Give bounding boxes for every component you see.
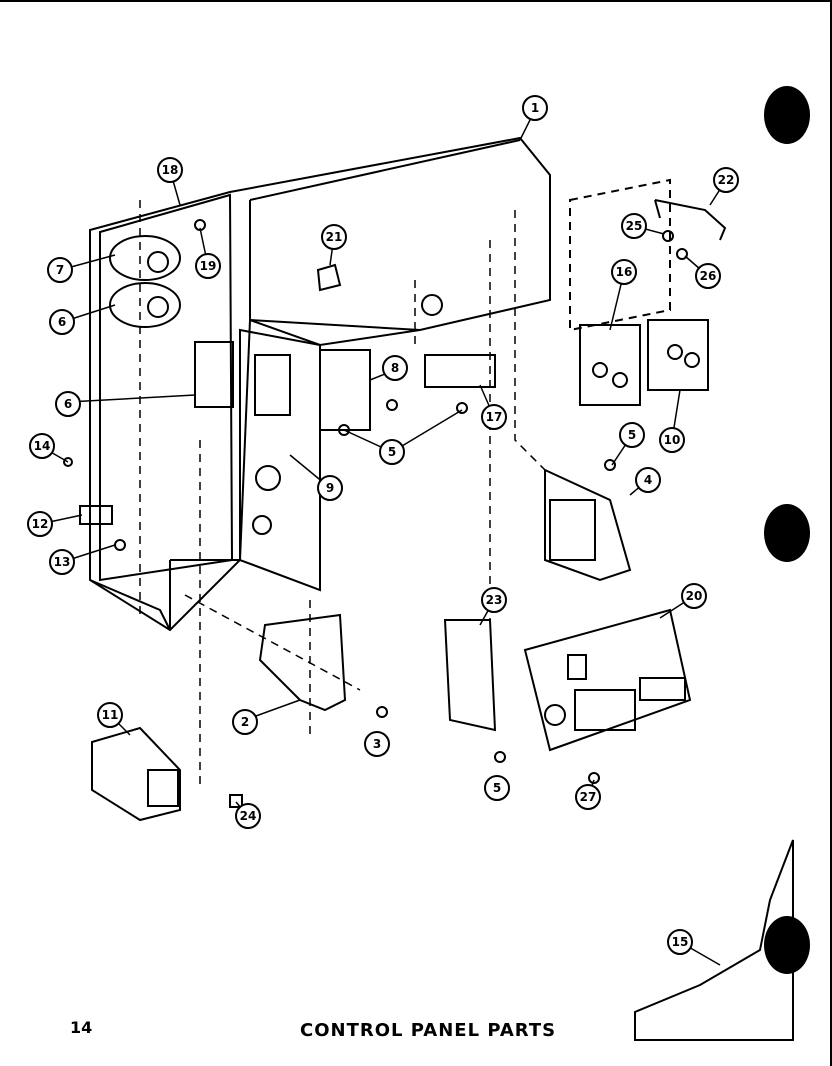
- callout-8: 8: [369, 355, 408, 381]
- callout-15: 15: [667, 929, 721, 966]
- svg-text:20: 20: [686, 589, 703, 603]
- relay-2: [258, 613, 347, 712]
- svg-text:25: 25: [626, 219, 643, 233]
- callout-18: 18: [157, 157, 183, 206]
- svg-text:9: 9: [326, 481, 334, 495]
- svg-text:8: 8: [391, 361, 399, 375]
- binder-hole-middle: [764, 504, 810, 562]
- svg-text:7: 7: [56, 263, 64, 277]
- callout-14: 14: [29, 433, 69, 463]
- binder-hole-bottom: [764, 916, 810, 974]
- callout-12: 12: [27, 511, 83, 537]
- callout-10: 10: [659, 389, 685, 453]
- transformer-4: [544, 468, 632, 582]
- callout-17: 17: [479, 384, 507, 430]
- svg-text:10: 10: [664, 433, 681, 447]
- svg-text:2: 2: [241, 715, 249, 729]
- callout-5-a: 5: [343, 409, 463, 465]
- svg-text:6: 6: [64, 397, 72, 411]
- page-right-edge: [830, 0, 832, 1066]
- front-panel: [239, 328, 321, 592]
- svg-text:3: 3: [373, 737, 381, 751]
- side-panel: [99, 193, 234, 582]
- relay-17: [579, 324, 641, 406]
- svg-text:12: 12: [32, 517, 49, 531]
- capacitor-6: [109, 282, 181, 328]
- callout-27: 27: [575, 779, 601, 810]
- svg-text:5: 5: [493, 781, 501, 795]
- svg-text:26: 26: [700, 269, 717, 283]
- callout-6-b: 6: [55, 391, 196, 417]
- svg-text:1: 1: [531, 101, 539, 115]
- callout-25: 25: [621, 213, 665, 239]
- capacitor-7: [109, 235, 181, 281]
- page-caption: CONTROL PANEL PARTS: [300, 1020, 557, 1041]
- callout-9: 9: [289, 454, 343, 501]
- callout-13: 13: [49, 544, 116, 575]
- svg-text:16: 16: [616, 265, 633, 279]
- corner-panel-16: [634, 839, 794, 1041]
- drawing-lines: [63, 136, 794, 1041]
- binder-hole-top: [764, 86, 810, 144]
- callouts: 1 2 3 4 5 5 5 6 6 7 8 9 10 11 12 13 14 1…: [27, 95, 739, 966]
- callout-7: 7: [47, 254, 116, 283]
- callout-26: 26: [684, 255, 721, 289]
- svg-text:4: 4: [644, 473, 652, 487]
- callout-21: 21: [321, 224, 347, 266]
- callout-24: 24: [235, 801, 261, 829]
- bracket-23: [654, 199, 727, 241]
- svg-text:14: 14: [34, 439, 51, 453]
- svg-text:19: 19: [200, 259, 217, 273]
- bracket-24: [443, 619, 497, 732]
- svg-text:27: 27: [580, 790, 597, 804]
- terminal-block-8: [194, 341, 234, 408]
- callout-5-c: 5: [484, 775, 510, 801]
- svg-text:23: 23: [486, 593, 503, 607]
- control-board-21: [523, 608, 692, 752]
- callout-16: 16: [609, 259, 637, 331]
- callout-19: 19: [195, 227, 221, 279]
- svg-text:24: 24: [240, 809, 257, 823]
- svg-text:5: 5: [388, 445, 396, 459]
- svg-text:22: 22: [718, 173, 735, 187]
- callout-22: 22: [709, 167, 739, 206]
- callout-20: 20: [659, 583, 707, 619]
- callout-11: 11: [97, 702, 131, 736]
- svg-text:5: 5: [628, 428, 636, 442]
- svg-text:21: 21: [326, 230, 343, 244]
- svg-text:15: 15: [672, 935, 689, 949]
- callout-6-a: 6: [49, 304, 116, 335]
- callout-2: 2: [232, 699, 301, 735]
- plug-12: [91, 726, 181, 822]
- relay-9: [319, 349, 371, 431]
- svg-text:6: 6: [58, 315, 66, 329]
- svg-text:13: 13: [54, 555, 71, 569]
- svg-text:18: 18: [162, 163, 179, 177]
- callout-5-b: 5: [611, 422, 645, 466]
- callout-4: 4: [629, 467, 661, 496]
- callout-1: 1: [519, 95, 548, 141]
- svg-text:17: 17: [486, 410, 503, 424]
- callout-3: 3: [364, 731, 390, 757]
- terminal-strip-18: [424, 354, 496, 388]
- page-number: 14: [70, 1018, 93, 1037]
- svg-text:11: 11: [102, 708, 119, 722]
- callout-23: 23: [479, 587, 507, 626]
- page-top-edge: [0, 0, 832, 2]
- relay-11: [647, 319, 709, 391]
